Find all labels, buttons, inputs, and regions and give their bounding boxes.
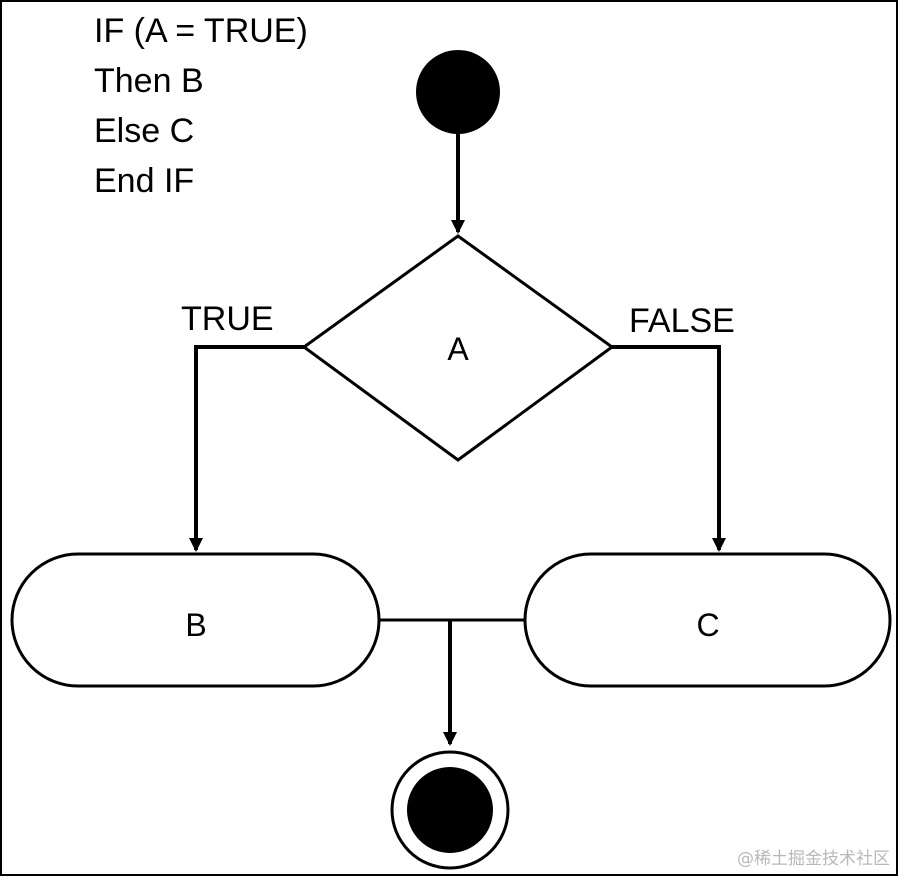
true-branch-label: TRUE xyxy=(181,300,274,338)
pseudocode-line: Else C xyxy=(94,112,194,150)
pseudocode-line: IF (A = TRUE) xyxy=(94,12,308,50)
pseudocode-line: Then B xyxy=(94,62,204,100)
action-b-label: B xyxy=(185,607,206,643)
initial-node xyxy=(416,50,500,134)
watermark-label: @稀土掘金技术社区 xyxy=(737,849,890,869)
true-branch-arrow xyxy=(189,345,304,552)
action-c-label: C xyxy=(696,607,719,643)
false-branch-arrow xyxy=(612,345,726,552)
decision-label: A xyxy=(447,331,469,367)
decision-node xyxy=(301,234,615,462)
false-branch-label: FALSE xyxy=(629,302,735,340)
pseudocode-line: End IF xyxy=(94,162,194,200)
final-node xyxy=(390,750,510,870)
pseudocode-block: IF (A = TRUE) Then B Else C End IF xyxy=(94,12,308,200)
final-node-core xyxy=(407,767,493,853)
